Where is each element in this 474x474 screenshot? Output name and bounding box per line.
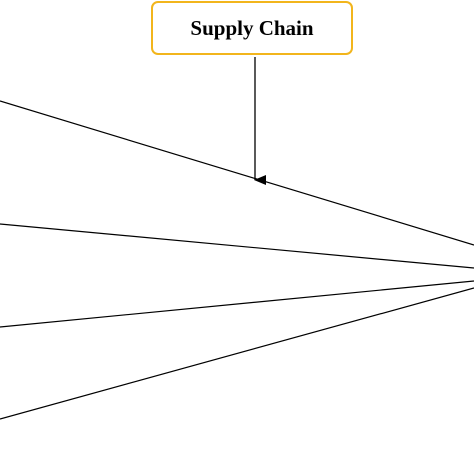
converging-line-3 xyxy=(0,280,474,328)
converging-line-4 xyxy=(0,287,474,420)
callout-label: Supply Chain xyxy=(190,15,314,40)
converging-line-2 xyxy=(0,223,474,269)
supply-chain-callout: Supply Chain xyxy=(151,1,353,55)
converging-line-1 xyxy=(0,100,474,246)
